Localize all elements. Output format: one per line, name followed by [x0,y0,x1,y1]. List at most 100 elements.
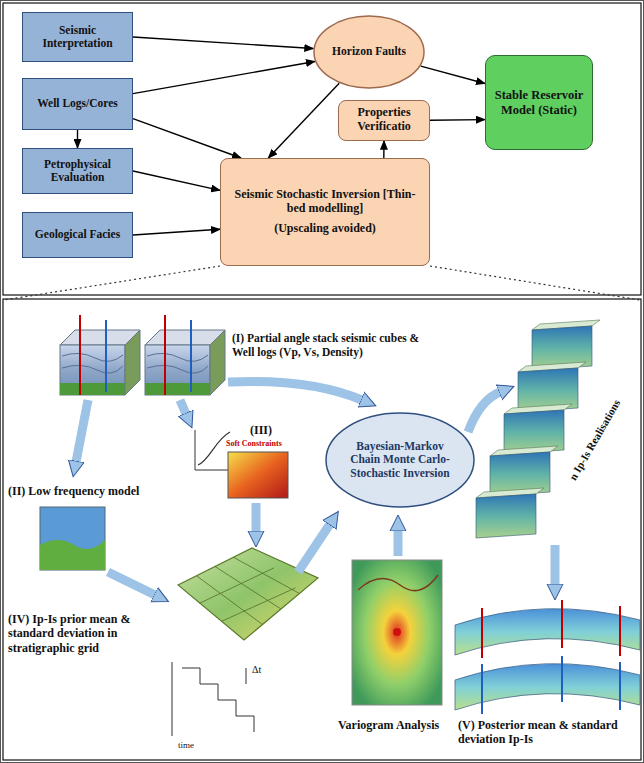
variogram-map [352,560,442,705]
zoom-line [430,266,640,300]
cube-front [60,345,125,395]
variogram-image [352,560,442,705]
variogram-curve [358,575,438,591]
flow-arrow [298,524,330,572]
interval-mark [246,668,247,684]
text-block: Seismic Stochastic Inversion [Thin-bed m… [227,188,423,235]
stack-label: n Ip-Is Realisations [567,397,624,482]
well-log [105,320,107,392]
ellipse-shape [326,413,474,507]
text-block: Geological Facies [35,228,120,241]
inversion-ellipse: Bayesian-Markov Chain Monte Carlo-Stocha… [325,412,475,508]
flow-arrow [133,171,220,190]
text-block: Petrophysical Evaluation [28,158,127,184]
flow-arrows [76,381,555,595]
seismic-cube [145,315,225,395]
flow-arrow [551,545,560,585]
zoom-line [4,266,220,300]
low-frequency-model [40,507,105,570]
node-label: Horizon Faults [329,45,410,58]
well-log [190,320,192,392]
posterior-sections [455,600,640,714]
input-box: Petrophysical Evaluation [22,148,133,194]
step-label: (III) [250,423,272,437]
flow-arrow [383,141,385,158]
axis-label: time [178,740,194,751]
node-label: Seismic Stochastic Inversion [Thin-bed m… [227,188,423,216]
ellipse-shape [314,16,424,88]
heat-map [228,452,288,498]
constraint-label: Soft Constraints [226,439,282,449]
step-label: (I) Partial angle stack seismic cubes & … [232,332,432,360]
seismic-cube [60,315,140,395]
variogram-center [393,628,401,636]
result-box: Stable Reservoir Model (Static) [485,55,593,150]
cube-front [145,345,210,395]
panel-border [3,299,641,760]
grid-line [197,557,300,624]
process-box: Seismic Stochastic Inversion [Thin-bed m… [220,158,430,266]
flow-arrow [228,381,362,400]
flow-arrow [268,83,339,158]
flow-arrow [133,37,313,49]
flow-arrow [133,119,241,158]
node-label: Properties Verificatio [345,106,423,134]
step-label: Variogram Analysis [338,718,460,732]
flow-arrow [77,130,78,148]
axis-label: Δt [252,664,261,676]
soft-constraints-plot [195,430,288,498]
step-label: (II) Low frequency model [8,484,173,498]
text-block: Seismic Interpretation [28,24,127,50]
grid-surface [178,548,318,640]
input-box: Seismic Interpretation [22,12,133,62]
flow-arrow [133,62,315,94]
flow-arrow [421,66,485,83]
node-label: Stable Reservoir Model (Static) [492,88,586,117]
input-box: Well Logs/Cores [22,78,133,130]
cube-side [210,330,225,395]
node-note: (Upscaling avoided) [227,222,423,236]
flow-arrow [76,400,88,462]
text-block: Bayesian-Markov Chain Monte Carlo-Stocha… [346,440,454,480]
step-label: (V) Posterior mean & standard deviation … [458,718,640,747]
plot-curve [198,432,230,465]
node-label: Seismic Interpretation [28,24,127,50]
flow-arrow [108,572,155,595]
flow-arrow [133,229,220,235]
node-label: Bayesian-Markov Chain Monte Carlo-Stocha… [346,440,454,480]
text-block: Stable Reservoir Model (Static) [492,88,586,117]
text-block: Horizon Faults [329,45,410,58]
node-label: Geological Facies [35,228,120,241]
text-block: Properties Verificatio [345,106,423,134]
model-layer [40,540,105,570]
seismic-trace [62,353,123,373]
flow-arrow [394,530,403,556]
cube-side [125,330,140,395]
time-sketch [172,662,254,736]
node-label: Well Logs/Cores [37,97,118,110]
text-block: Well Logs/Cores [37,97,118,110]
stratigraphic-grid [178,548,318,640]
panel-border [3,3,641,295]
plot-axis [195,430,232,470]
flow-arrow [180,400,186,414]
input-box: Geological Facies [22,212,133,258]
cube-base [60,383,125,395]
well-log [482,600,620,658]
flow-arrow [252,503,261,532]
process-box: Properties Verificatio [338,100,430,141]
realisation-stack [476,320,600,538]
node-label: Petrophysical Evaluation [28,158,127,184]
well-log [79,315,81,395]
flow-arrow [430,119,485,121]
well-log [164,315,166,395]
time-axis [172,662,173,736]
time-steps [182,668,254,732]
well-log [482,656,620,714]
cube-base [145,383,210,395]
process-ellipse: Horizon Faults [313,15,425,89]
slab [476,494,536,538]
model-block [40,507,105,570]
seismic-trace [147,353,208,373]
